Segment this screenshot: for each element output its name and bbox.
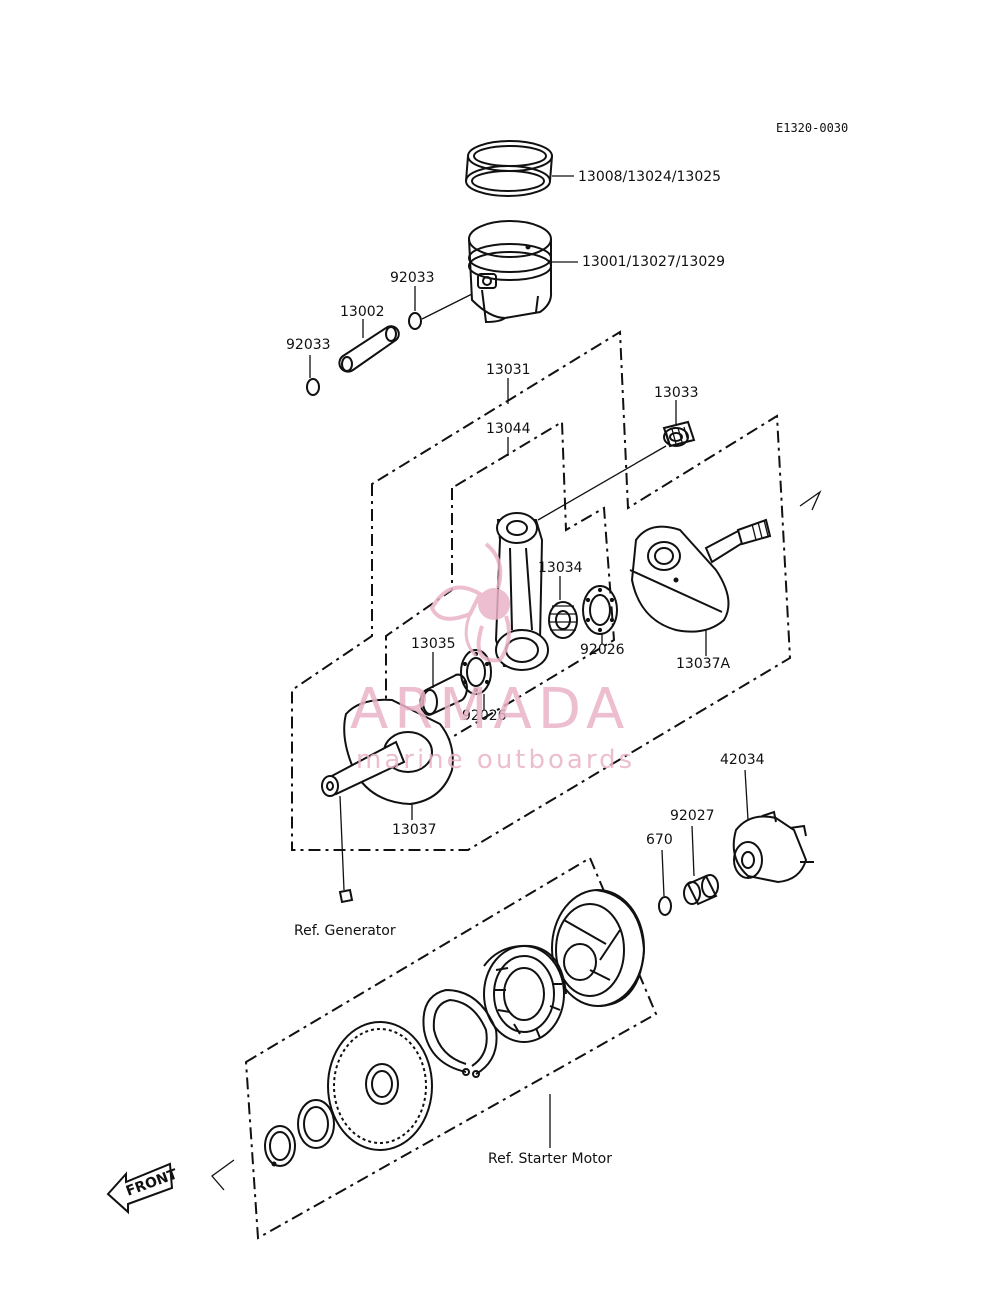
part-label-13035: 13035 <box>411 636 456 652</box>
part-label-13031: 13031 <box>486 362 531 378</box>
part-label-92026-right: 92026 <box>580 642 625 658</box>
watermark-brand: ARMADA <box>350 677 630 742</box>
part-label-13037A: 13037A <box>676 656 731 672</box>
starter-driven-gear <box>327 1021 433 1151</box>
crankshaft-left-half <box>321 698 454 806</box>
gear-circlip <box>264 1125 296 1167</box>
piston-pin-circlip-upper <box>408 312 422 330</box>
starter-clutch-housing <box>551 889 646 1007</box>
part-label-13002: 13002 <box>340 304 385 320</box>
part-label-13001: 13001/13027/13029 <box>582 254 725 270</box>
part-label-92027: 92027 <box>670 808 715 824</box>
piston <box>468 220 553 324</box>
ref-generator: Ref. Generator <box>294 923 396 939</box>
watermark: ARMADA marine outboards <box>350 542 635 775</box>
part-label-13033: 13033 <box>654 385 699 401</box>
starter-assembly-box <box>244 856 658 1240</box>
part-670-ring <box>658 896 672 916</box>
gear-washer <box>297 1099 335 1149</box>
diagram-code: E1320-0030 <box>776 121 848 135</box>
part-label-92026-left: 92026 <box>462 708 507 724</box>
part-label-13008: 13008/13024/13025 <box>578 169 721 185</box>
part-label-92033-upper: 92033 <box>390 270 435 286</box>
piston-rings <box>465 140 553 197</box>
direction-mark-left <box>211 1159 235 1191</box>
assembly-box-13044 <box>385 420 616 750</box>
direction-mark-right <box>799 490 822 511</box>
part-label-13034: 13034 <box>538 560 583 576</box>
front-arrow: FRONT <box>106 1162 180 1215</box>
part-92027 <box>683 874 719 906</box>
part-label-92033-lower: 92033 <box>286 337 331 353</box>
big-end-needle-bearing <box>548 601 578 639</box>
ref-starter-motor: Ref. Starter Motor <box>488 1151 612 1167</box>
part-label-42034: 42034 <box>720 752 765 768</box>
assembly-box-13031 <box>291 330 792 851</box>
crankshaft-right-half <box>629 518 772 633</box>
propeller-logo <box>429 542 511 663</box>
part-42034 <box>732 810 814 884</box>
piston-pin-circlip-lower <box>306 378 320 396</box>
thrust-washer-right <box>582 585 618 635</box>
piston-pin <box>338 325 400 373</box>
woodruff-key <box>338 888 354 904</box>
starter-clutch-rollers <box>483 944 567 1043</box>
part-label-670: 670 <box>646 832 673 848</box>
small-end-needle-bearing <box>662 420 696 448</box>
part-label-13044: 13044 <box>486 421 531 437</box>
part-label-13037: 13037 <box>392 822 437 838</box>
snap-ring <box>422 988 498 1078</box>
watermark-tagline: marine outboards <box>356 745 635 775</box>
